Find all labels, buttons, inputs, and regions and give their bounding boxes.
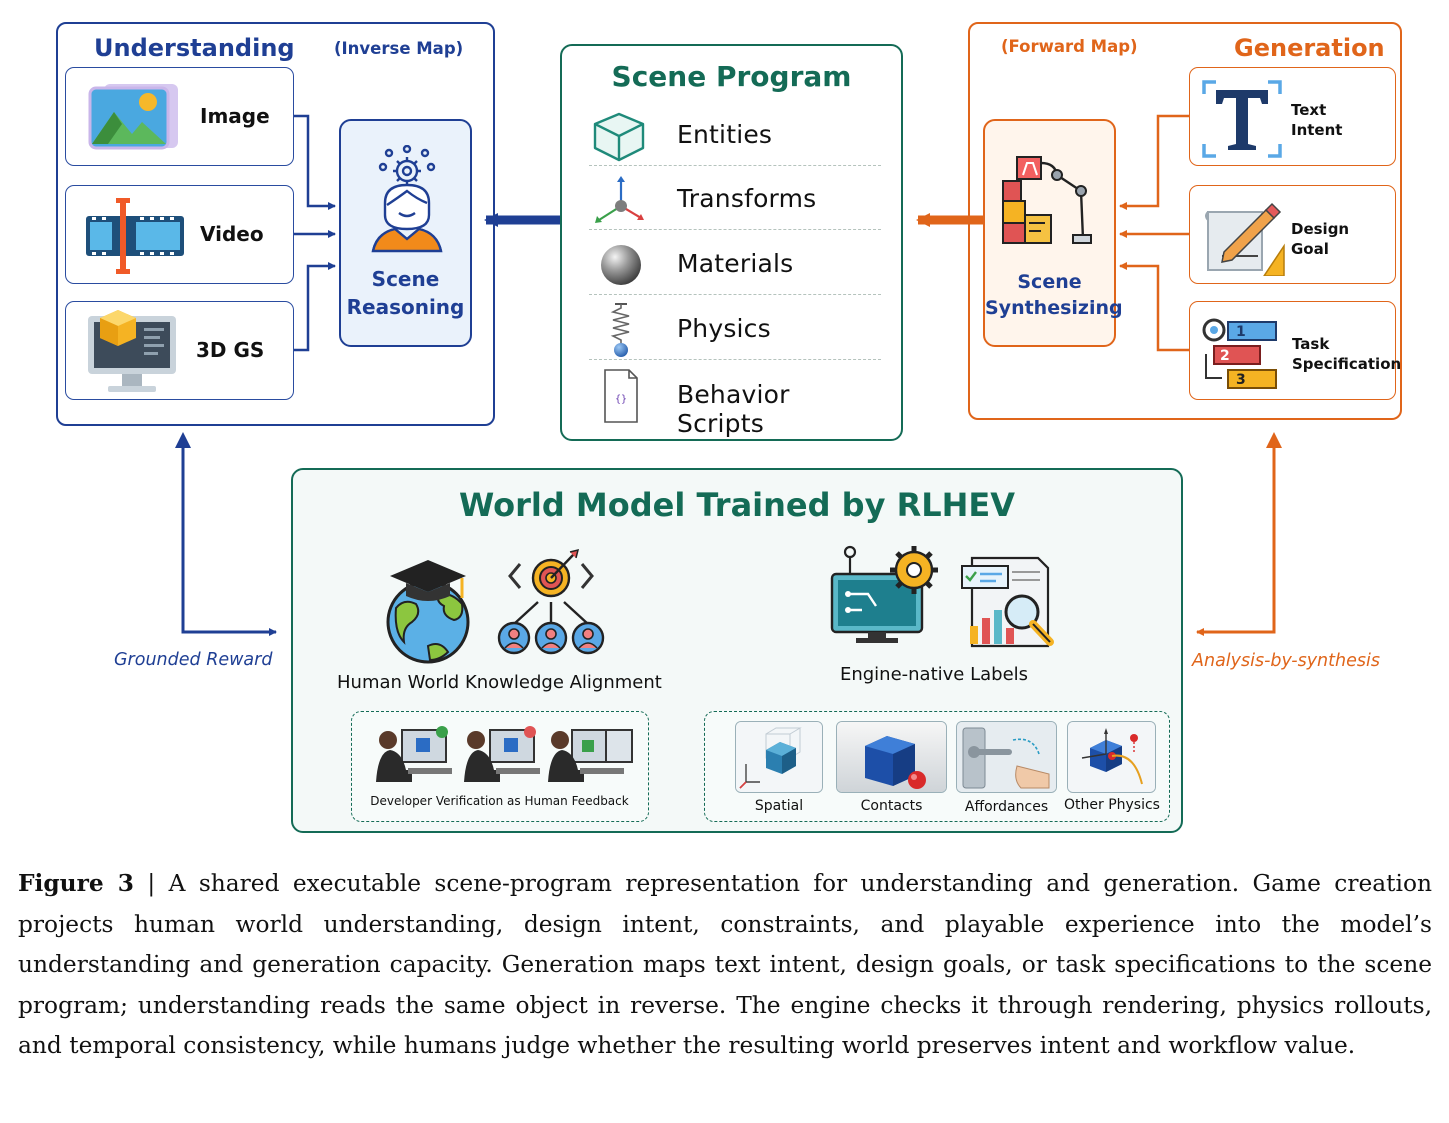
grounded-reward-label: Grounded Reward: [114, 650, 273, 670]
svg-text:3: 3: [1236, 372, 1246, 388]
task-list-icon: 1 2 3: [1202, 318, 1277, 389]
generation-panel: (Forward Map) Generation: [968, 22, 1402, 420]
spatial-thumbnail: [735, 721, 823, 793]
scene-program-title: Scene Program: [611, 60, 852, 93]
input-box-3dgs: 3D GS: [65, 301, 294, 400]
axes-icon: [595, 176, 644, 223]
design-goal-line1: Design: [1291, 220, 1350, 238]
transforms-label: Transforms: [677, 184, 817, 213]
affordances-door-handle-image: [957, 722, 1056, 792]
scene-program-item-materials: Materials: [589, 233, 881, 297]
scene-synthesizing-line1: Scene: [1017, 271, 1082, 293]
inverse-map-subtitle: (Inverse Map): [334, 39, 464, 58]
spring-icon: [610, 303, 630, 357]
scene-program-item-behavior-scripts: {} Behavior Scripts: [589, 364, 881, 438]
sphere-icon: [601, 245, 641, 285]
scene-program-divider: [589, 294, 881, 295]
scene-program-divider: [589, 165, 881, 166]
scene-reasoning-line1: Scene: [371, 267, 440, 291]
other-physics-label: Other Physics: [1064, 797, 1160, 813]
figure-number: Figure 3: [18, 870, 135, 897]
cube-icon: [593, 112, 645, 162]
developer-verification-label: Developer Verification as Human Feedback: [370, 794, 629, 808]
image-icon: [88, 84, 178, 150]
scene-program-divider: [589, 229, 881, 230]
spatial-cube-image: [736, 722, 822, 792]
3d-gs-label: 3D GS: [196, 338, 265, 362]
physics-label: Physics: [677, 314, 771, 343]
input-box-image: Image: [65, 67, 294, 166]
scene-program-item-physics: Physics: [589, 298, 881, 362]
document-chart-magnifier-icon: [961, 556, 1054, 648]
scene-program-item-entities: Entities: [589, 104, 881, 168]
contacts-cube-ball-image: [837, 722, 946, 792]
forward-map-subtitle: (Forward Map): [1001, 37, 1138, 56]
script-file-icon: {}: [604, 369, 638, 423]
robot-arm-blocks-icon: [1002, 156, 1092, 244]
text-intent-line2: Intent: [1291, 121, 1343, 139]
3d-gs-icon: [88, 310, 176, 392]
video-icon: [86, 198, 184, 274]
design-pencil-icon: [1205, 202, 1285, 276]
image-label: Image: [200, 104, 270, 128]
video-label: Video: [200, 222, 264, 246]
task-spec-line1: Task: [1292, 335, 1330, 353]
engine-native-labels-label: Engine-native Labels: [839, 664, 1029, 685]
svg-text:2: 2: [1220, 348, 1230, 364]
human-world-knowledge-alignment-label: Human World Knowledge Alignment: [337, 672, 662, 693]
globe-graduation-icon: [386, 560, 470, 664]
gen-input-design-goal: Design Goal: [1189, 185, 1396, 284]
text-intent-line1: Text: [1291, 101, 1327, 119]
scene-reasoning-box: Scene Reasoning: [339, 119, 472, 347]
caption-text: | A shared executable scene-program repr…: [18, 870, 1432, 1060]
scene-program-panel: Scene Program Entities Transforms Mater: [560, 44, 903, 441]
generation-title: Generation: [1234, 34, 1385, 62]
spatial-label: Spatial: [754, 798, 804, 814]
task-spec-line2: Specification: [1292, 355, 1402, 373]
analysis-by-synthesis-label: Analysis-by-synthesis: [1192, 651, 1380, 671]
design-goal-line2: Goal: [1291, 240, 1329, 258]
understanding-title: Understanding: [94, 34, 295, 62]
affordances-thumbnail: [956, 721, 1057, 793]
scene-reasoning-line2: Reasoning: [346, 295, 465, 319]
other-physics-cube-image: [1068, 722, 1155, 792]
grounded-reward-arrow: [181, 442, 277, 636]
engine-labels-box: Spatial Contacts Affordances: [704, 711, 1170, 822]
svg-text:{}: {}: [615, 394, 627, 405]
developers-at-computers-icon: [376, 726, 633, 782]
understanding-input-arrows: [293, 114, 336, 352]
input-box-video: Video: [65, 185, 294, 284]
other-physics-thumbnail: [1067, 721, 1156, 793]
materials-label: Materials: [677, 249, 794, 278]
head-gears-icon: [371, 145, 443, 253]
affordances-label: Affordances: [964, 799, 1049, 815]
understanding-panel: Understanding (Inverse Map): [56, 22, 495, 426]
scene-synthesizing-box: Scene Synthesizing: [983, 119, 1123, 347]
generation-input-arrows: [1119, 114, 1189, 352]
engine-computer-gear-icon: [830, 545, 938, 643]
scene-program-item-transforms: Transforms: [589, 168, 881, 232]
behavior-scripts-label: Behavior Scripts: [677, 380, 790, 438]
developer-verification-box: Developer Verification as Human Feedback: [351, 711, 649, 822]
target-alignment-icon: [497, 548, 605, 655]
gen-input-text-intent: Text Intent: [1189, 67, 1396, 166]
scene-program-divider: [589, 359, 881, 360]
scene-synthesizing-line2: Synthesizing: [985, 297, 1123, 319]
world-model-title: World Model Trained by RLHEV: [458, 486, 1015, 524]
figure-caption: Figure 3 | A shared executable scene-pro…: [18, 864, 1432, 1067]
contacts-label: Contacts: [860, 798, 923, 814]
svg-text:1: 1: [1236, 324, 1246, 340]
analysis-by-synthesis-arrow: [1196, 442, 1276, 636]
entities-label: Entities: [677, 120, 773, 149]
text-t-icon: [1202, 80, 1282, 158]
gen-input-task-specification: 1 2 3 Task Specification: [1189, 301, 1401, 400]
contacts-thumbnail: [836, 721, 947, 793]
